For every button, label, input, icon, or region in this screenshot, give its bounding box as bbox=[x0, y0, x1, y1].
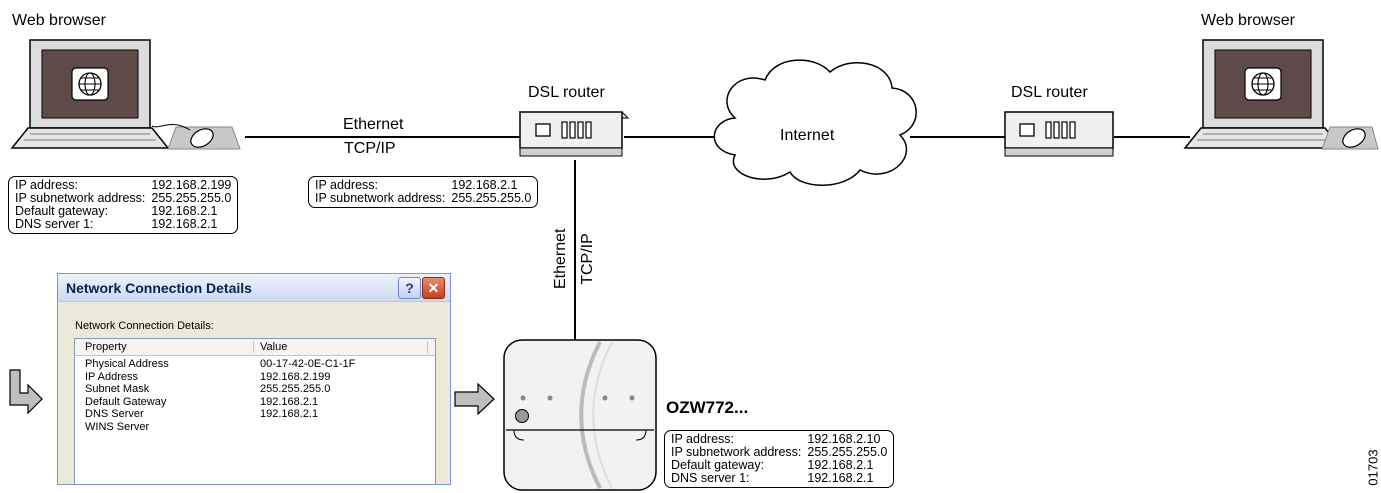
info-key: DNS server 1: bbox=[15, 217, 94, 231]
info-value: 192.168.2.1 bbox=[807, 458, 874, 472]
web-browser-label-right: Web browser bbox=[1201, 12, 1295, 29]
tcpip-label: TCP/IP bbox=[344, 140, 396, 157]
router-icon bbox=[518, 111, 630, 157]
dsl-router-label-center: DSL router bbox=[528, 84, 605, 101]
close-button[interactable]: ✕ bbox=[422, 277, 445, 299]
dsl-router-label-right: DSL router bbox=[1011, 84, 1088, 101]
device-ip-info-box: IP address: 192.168.2.10 IP subnetwork ad… bbox=[664, 430, 895, 488]
list-item[interactable]: DNS Server 192.168.2.1 bbox=[75, 408, 435, 421]
info-row: IP subnetwork address: 255.255.255.0 bbox=[671, 446, 887, 459]
column-header-value[interactable]: Value bbox=[260, 341, 288, 353]
property-name: Subnet Mask bbox=[85, 383, 150, 395]
info-row: IP address: 192.168.2.199 bbox=[15, 179, 231, 192]
property-name: IP Address bbox=[85, 370, 138, 383]
property-value: 192.168.2.1 bbox=[260, 395, 319, 408]
list-item[interactable]: Subnet Mask 255.255.255.0 bbox=[75, 383, 435, 396]
network-connection-details-dialog: Network Connection Details ? ✕ Network C… bbox=[57, 273, 451, 485]
info-row: Default gateway: 192.168.2.1 bbox=[15, 205, 231, 218]
list-header: Property Value bbox=[75, 339, 435, 356]
pc-ip-info-box: IP address: 192.168.2.199 IP subnetwork a… bbox=[8, 176, 239, 234]
ethernet-vertical-label: Ethernet bbox=[552, 228, 569, 289]
internet-label: Internet bbox=[780, 127, 835, 144]
property-name: WINS Server bbox=[85, 420, 150, 433]
router-icon bbox=[1004, 111, 1114, 157]
property-name: Default Gateway bbox=[85, 395, 167, 408]
info-value: 192.168.2.1 bbox=[807, 471, 874, 485]
info-row: DNS server 1: 192.168.2.1 bbox=[671, 472, 887, 485]
router-ip-info-box: IP address: 192.168.2.1 IP subnetwork add… bbox=[308, 176, 539, 208]
info-key: IP address: bbox=[15, 178, 79, 192]
web-browser-label-left: Web browser bbox=[12, 12, 106, 29]
column-divider[interactable] bbox=[253, 341, 254, 353]
list-item[interactable]: IP Address 192.168.2.199 bbox=[75, 371, 435, 384]
info-value: 255.255.255.0 bbox=[807, 445, 888, 459]
info-value: 192.168.2.199 bbox=[151, 178, 232, 192]
info-value: 255.255.255.0 bbox=[151, 191, 232, 205]
details-list[interactable]: Property Value Physical Address 00-17-42… bbox=[74, 338, 436, 484]
web-server-device-icon bbox=[503, 339, 657, 491]
device-name: OZW772... bbox=[666, 398, 749, 417]
dialog-title-bar[interactable]: Network Connection Details ? ✕ bbox=[58, 274, 450, 302]
help-button[interactable]: ? bbox=[398, 277, 421, 299]
globe-icon bbox=[71, 67, 109, 101]
info-value: 255.255.255.0 bbox=[451, 191, 532, 205]
info-value: 192.168.2.1 bbox=[151, 217, 218, 231]
info-key: IP address: bbox=[315, 178, 379, 192]
mouse-icon bbox=[151, 124, 241, 150]
info-key: IP subnetwork address: bbox=[671, 445, 802, 459]
info-row: IP address: 192.168.2.10 bbox=[671, 433, 887, 446]
tcpip-vertical-label: TCP/IP bbox=[579, 233, 596, 285]
dialog-title: Network Connection Details bbox=[66, 280, 252, 296]
ethernet-label: Ethernet bbox=[343, 116, 404, 133]
arrow-right-icon bbox=[454, 382, 495, 416]
property-name: DNS Server bbox=[85, 408, 144, 420]
cloud-icon bbox=[713, 59, 917, 186]
info-key: IP subnetwork address: bbox=[315, 191, 446, 205]
info-row: IP subnetwork address: 255.255.255.0 bbox=[15, 192, 231, 205]
list-item[interactable]: WINS Server bbox=[75, 421, 435, 434]
globe-icon bbox=[1244, 67, 1282, 101]
info-value: 192.168.2.1 bbox=[451, 178, 518, 192]
mouse-icon bbox=[1321, 126, 1379, 150]
list-item[interactable]: Default Gateway 192.168.2.1 bbox=[75, 396, 435, 409]
property-value: 00-17-42-0E-C1-1F bbox=[260, 358, 356, 370]
info-row: IP address: 192.168.2.1 bbox=[315, 179, 531, 192]
property-name: Physical Address bbox=[85, 358, 169, 370]
info-key: Default gateway: bbox=[671, 458, 765, 472]
column-divider[interactable] bbox=[427, 341, 428, 353]
info-value: 192.168.2.1 bbox=[151, 204, 218, 218]
info-value: 192.168.2.10 bbox=[807, 432, 881, 446]
figure-code: 01703 bbox=[1365, 449, 1381, 486]
property-value: 255.255.255.0 bbox=[260, 383, 331, 395]
info-key: IP subnetwork address: bbox=[15, 191, 146, 205]
column-header-property[interactable]: Property bbox=[85, 341, 127, 353]
property-value: 192.168.2.1 bbox=[260, 408, 319, 420]
dialog-subtitle: Network Connection Details: bbox=[75, 320, 214, 332]
info-row: Default gateway: 192.168.2.1 bbox=[671, 459, 887, 472]
info-key: IP address: bbox=[671, 432, 735, 446]
info-key: DNS server 1: bbox=[671, 471, 750, 485]
property-value: 192.168.2.199 bbox=[260, 370, 331, 383]
info-row: DNS server 1: 192.168.2.1 bbox=[15, 218, 231, 231]
info-key: Default gateway: bbox=[15, 204, 109, 218]
list-item[interactable]: Physical Address 00-17-42-0E-C1-1F bbox=[75, 358, 435, 371]
info-row: IP subnetwork address: 255.255.255.0 bbox=[315, 192, 531, 205]
bent-arrow-icon bbox=[9, 369, 43, 415]
